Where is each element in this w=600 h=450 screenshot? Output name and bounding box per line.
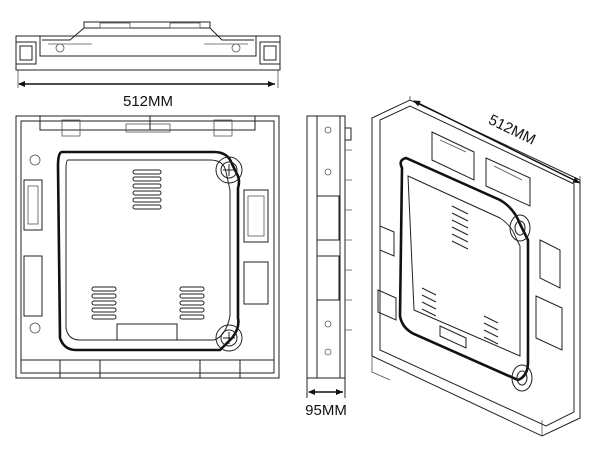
iso-width-label: 512MM (486, 111, 538, 148)
iso-lock-top (509, 214, 531, 242)
vent-slots-right (179, 286, 205, 320)
depth-label: 95MM (305, 402, 347, 419)
depth-dimension: 95MM (305, 389, 347, 419)
top-view (15, 21, 281, 88)
width-label: 512MM (123, 93, 173, 110)
iso-vent-right (483, 315, 499, 345)
isometric-view (371, 99, 581, 437)
iso-vent-left (421, 287, 437, 317)
back-view (15, 115, 280, 379)
lock-bottom-right (215, 324, 243, 352)
width-dimension: 512MM (18, 81, 275, 110)
label-plate (116, 323, 178, 341)
vent-slots-top (132, 169, 162, 210)
vent-slots-left (91, 286, 117, 320)
iso-lock-bottom (511, 364, 533, 392)
lock-top-right (215, 156, 243, 184)
iso-vent-top (451, 205, 469, 250)
side-view (306, 115, 352, 398)
